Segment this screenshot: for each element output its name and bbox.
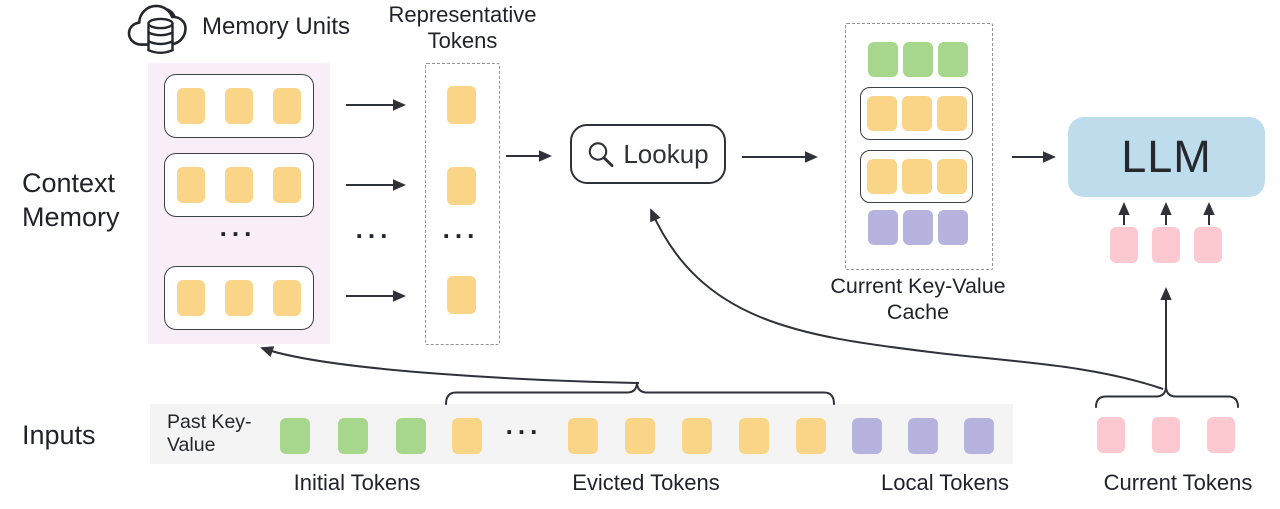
cache-row-boxed — [860, 150, 973, 203]
yellow-token — [225, 167, 253, 203]
current-kv-cache-caption: Current Key-Value Cache — [830, 274, 1006, 325]
yellow-token — [447, 86, 476, 124]
yellow-token — [739, 418, 769, 454]
memory-units-label: Memory Units — [202, 13, 351, 40]
yellow-token — [568, 418, 598, 454]
pink-token — [1207, 417, 1235, 453]
yellow-token — [452, 418, 482, 454]
magnifying-glass-icon — [589, 141, 614, 167]
yellow-token — [447, 276, 476, 314]
green-token — [396, 418, 426, 454]
current-tokens-caption: Current Tokens — [1103, 470, 1253, 495]
pink-token — [1152, 227, 1180, 263]
initial-tokens-caption: Initial Tokens — [293, 470, 421, 495]
llm-input-tokens — [1110, 227, 1222, 263]
pink-token — [1110, 227, 1138, 263]
purple-token — [903, 210, 933, 245]
pink-token — [1194, 227, 1222, 263]
green-token — [938, 42, 968, 77]
llm-box: LLM — [1068, 117, 1265, 197]
purple-token — [868, 210, 898, 245]
inputs-ellipsis: ... — [505, 410, 543, 440]
representative-tokens-label: Representative Tokens — [388, 2, 537, 54]
llm-label: LLM — [1121, 131, 1212, 182]
memory-ellipsis: ... — [219, 212, 257, 242]
initial-tokens — [280, 418, 426, 454]
arrows-ellipsis: ... — [355, 214, 393, 244]
cache-row-green — [868, 42, 968, 77]
evicted-token-first — [452, 418, 482, 454]
local-tokens-caption: Local Tokens — [880, 470, 1009, 495]
yellow-token — [936, 159, 967, 194]
purple-token — [908, 418, 938, 454]
cache-row-purple — [868, 210, 968, 245]
yellow-token — [273, 167, 301, 203]
representative-token — [447, 276, 476, 314]
pink-token — [1152, 417, 1180, 453]
green-token — [280, 418, 310, 454]
yellow-token — [177, 88, 205, 124]
green-token — [338, 418, 368, 454]
representative-tokens-box — [425, 63, 500, 345]
lookup-button: Lookup — [570, 124, 726, 184]
yellow-token — [866, 159, 897, 194]
memory-unit-row — [164, 153, 314, 217]
evicted-tokens — [568, 418, 826, 454]
yellow-token — [901, 96, 932, 131]
yellow-token — [225, 280, 253, 316]
past-key-value-label: Past Key-Value — [167, 411, 252, 456]
lookup-label: Lookup — [623, 138, 709, 169]
representative-token — [447, 167, 476, 205]
yellow-token — [901, 159, 932, 194]
current-tokens — [1097, 417, 1235, 453]
current-tokens-brace — [1095, 385, 1239, 408]
yellow-token — [936, 96, 967, 131]
yellow-token — [273, 280, 301, 316]
context-memory-label: Context Memory — [22, 168, 120, 233]
yellow-token — [682, 418, 712, 454]
yellow-token — [273, 88, 301, 124]
purple-token — [964, 418, 994, 454]
pink-token — [1097, 417, 1125, 453]
memory-unit-row — [164, 266, 314, 330]
yellow-token — [625, 418, 655, 454]
inputs-label: Inputs — [22, 420, 96, 450]
cache-row-boxed — [860, 87, 973, 140]
yellow-token — [177, 167, 205, 203]
representative-token — [447, 86, 476, 124]
local-tokens — [852, 418, 994, 454]
cloud-database-icon — [127, 4, 187, 54]
purple-token — [852, 418, 882, 454]
arrow-evicted-to-context-memory — [260, 346, 640, 384]
yellow-token — [796, 418, 826, 454]
green-token — [868, 42, 898, 77]
evicted-tokens-brace — [445, 381, 835, 405]
yellow-token — [177, 280, 205, 316]
yellow-token — [225, 88, 253, 124]
purple-token — [938, 210, 968, 245]
representative-ellipsis: ... — [442, 214, 480, 244]
memory-unit-row — [164, 74, 314, 138]
yellow-token — [447, 167, 476, 205]
evicted-tokens-caption: Evicted Tokens — [572, 470, 720, 495]
green-token — [903, 42, 933, 77]
yellow-token — [866, 96, 897, 131]
